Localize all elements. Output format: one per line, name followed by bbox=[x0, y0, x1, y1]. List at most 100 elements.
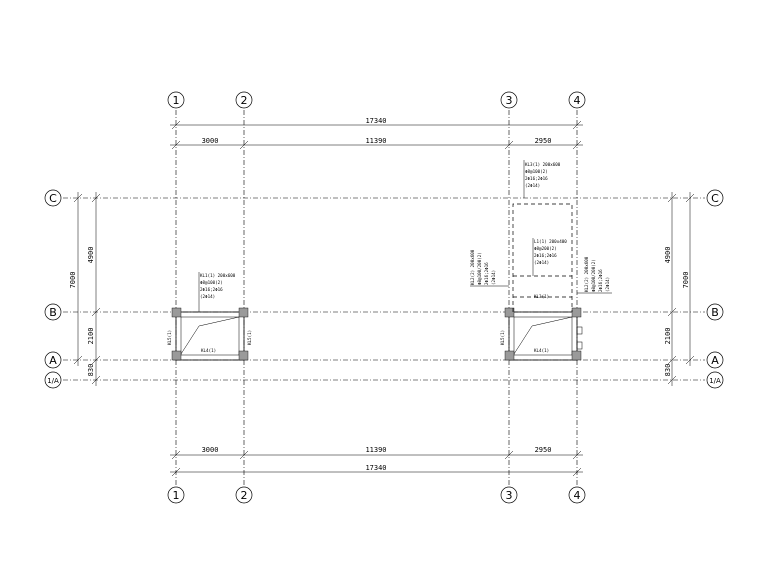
note-kl2-mid-line-1: KL2(2) 200x600 bbox=[470, 249, 475, 285]
axis-bubble-B-left bbox=[44, 303, 62, 321]
axis-label-1A-right: 1/A bbox=[709, 377, 721, 385]
dim-bottom-total: 17340 bbox=[365, 464, 386, 472]
dim-bottom-seg-3: 2950 bbox=[535, 446, 552, 454]
axis-bubble-3-bottom bbox=[500, 486, 518, 504]
dim-right-seg-3: 830 bbox=[664, 364, 672, 377]
axis-bubbles-bottom: 1 2 3 4 bbox=[167, 486, 586, 504]
dim-left-seg-1: 4900 bbox=[87, 247, 95, 264]
note-kl3-line-2: Φ8@100(2) bbox=[525, 169, 548, 174]
right-frame-outline bbox=[508, 311, 578, 361]
column-1A bbox=[171, 350, 182, 361]
column-3A bbox=[504, 350, 515, 361]
axis-label-A-left: A bbox=[49, 354, 57, 367]
note-kl3: KL3(1) 200x600 Φ8@100(2) 2Φ16;2Φ16 (2Φ14… bbox=[523, 160, 561, 198]
dim-right-total: 7000 bbox=[682, 272, 690, 289]
axis-label-3-top: 3 bbox=[506, 94, 513, 107]
note-kl2-mid-line-4: (2Φ14) bbox=[491, 270, 496, 285]
note-kl1-line-1: KL1(1) 200x600 bbox=[200, 273, 236, 278]
axis-lines bbox=[63, 110, 705, 487]
note-kl1: KL1(1) 200x600 Φ8@100(2) 2Φ16;2Φ16 (2Φ14… bbox=[198, 272, 236, 312]
dim-top-seg-1: 3000 bbox=[202, 137, 219, 145]
axis-label-C-left: C bbox=[49, 192, 57, 205]
axis-bubble-2-top bbox=[235, 91, 253, 109]
axis-bubble-3-top bbox=[500, 91, 518, 109]
note-kl2-mid: KL2(2) 200x600 Φ8@100/200(2) 2Φ16;2Φ16 (… bbox=[470, 249, 509, 287]
column-4A bbox=[571, 350, 582, 361]
note-kl2-right-line-1: KL2(2) 200x600 bbox=[584, 256, 589, 292]
dim-top-total: 17340 bbox=[365, 117, 386, 125]
note-kl3-line-1: KL3(1) 200x600 bbox=[525, 162, 561, 167]
column-3B bbox=[504, 307, 515, 318]
axis-label-1-top: 1 bbox=[173, 94, 180, 107]
dim-right-seg-1: 4900 bbox=[664, 247, 672, 264]
column-2B bbox=[238, 307, 249, 318]
note-l1: L1(1) 200x400 Φ8@200(2) 2Φ16;2Φ16 (2Φ14) bbox=[532, 238, 567, 276]
axis-label-2-bottom: 2 bbox=[241, 489, 248, 502]
axis-bubble-C-left bbox=[44, 189, 62, 207]
axis-label-2-top: 2 bbox=[241, 94, 248, 107]
axis-bubble-2-bottom bbox=[235, 486, 253, 504]
note-l1-line-2: Φ8@200(2) bbox=[534, 246, 557, 251]
dim-right-seg-2: 2100 bbox=[664, 328, 672, 345]
left-beam-frame: KL4(1) KL5(1) KL5(1) bbox=[167, 307, 252, 361]
left-frame-outline bbox=[175, 311, 245, 361]
axis-bubble-1A-left bbox=[44, 371, 62, 389]
note-kl2-mid-line-3: 2Φ16;2Φ16 bbox=[484, 262, 489, 285]
axis-label-A-right: A bbox=[711, 354, 719, 367]
dim-top-seg-3: 2950 bbox=[535, 137, 552, 145]
dim-bottom-seg-1: 3000 bbox=[202, 446, 219, 454]
note-kl1-line-3: 2Φ16;2Φ16 bbox=[200, 287, 223, 292]
dimension-bottom: 3000 11390 2950 17340 bbox=[170, 446, 583, 477]
dimension-left: 7000 4900 2100 830 bbox=[69, 192, 101, 386]
axis-label-4-bottom: 4 bbox=[574, 489, 581, 502]
axis-label-1-bottom: 1 bbox=[173, 489, 180, 502]
note-l1-line-3: 2Φ16;2Φ16 bbox=[534, 253, 557, 258]
axis-bubble-4-top bbox=[568, 91, 586, 109]
axis-label-4-top: 4 bbox=[574, 94, 581, 107]
note-kl3-line-4: (2Φ14) bbox=[525, 183, 540, 188]
note-kl2-right-line-3: 2Φ16;2Φ16 bbox=[598, 269, 603, 292]
axis-bubbles-left: C B A 1/A bbox=[44, 189, 62, 389]
right-beam-frame: KL4(1) KL5(1) KL3(1) bbox=[500, 294, 583, 361]
axis-bubble-4-bottom bbox=[568, 486, 586, 504]
dim-left-seg-2: 2100 bbox=[87, 328, 95, 345]
note-kl2-right-line-2: Φ8@100/200(2) bbox=[591, 259, 596, 292]
axis-bubble-1A-right bbox=[706, 371, 724, 389]
dimension-top: 17340 3000 11390 2950 bbox=[170, 117, 583, 150]
axis-label-3-bottom: 3 bbox=[506, 489, 513, 502]
note-kl3-line-3: 2Φ16;2Φ16 bbox=[525, 176, 548, 181]
label-kl5-left-b: KL5(1) bbox=[247, 330, 252, 345]
label-kl4-left: KL4(1) bbox=[201, 348, 216, 353]
note-kl1-line-2: Φ8@100(2) bbox=[200, 280, 223, 285]
note-kl2-right: KL2(2) 200x600 Φ8@100/200(2) 2Φ16;2Φ16 (… bbox=[577, 256, 612, 294]
dim-left-seg-3: 830 bbox=[87, 364, 95, 377]
dim-left-total: 7000 bbox=[69, 272, 77, 289]
axis-bubble-A-left bbox=[44, 351, 62, 369]
note-kl2-right-line-4: (2Φ14) bbox=[605, 277, 610, 292]
note-l1-line-1: L1(1) 200x400 bbox=[534, 239, 567, 244]
axis-bubbles-top: 1 2 3 4 bbox=[167, 91, 586, 109]
axis-bubble-B-right bbox=[706, 303, 724, 321]
note-kl2-mid-line-2: Φ8@100/200(2) bbox=[477, 252, 482, 285]
note-kl1-line-4: (2Φ14) bbox=[200, 294, 215, 299]
axis-label-B-right: B bbox=[711, 306, 719, 319]
column-2A bbox=[238, 350, 249, 361]
axis-label-1A-left: 1/A bbox=[47, 377, 59, 385]
note-l1-line-4: (2Φ14) bbox=[534, 260, 549, 265]
dashed-beam-outline bbox=[512, 203, 573, 312]
axis-bubble-C-right bbox=[706, 189, 724, 207]
column-4B bbox=[571, 307, 582, 318]
axis-bubble-A-right bbox=[706, 351, 724, 369]
axis-label-C-right: C bbox=[711, 192, 719, 205]
axis-bubble-1-bottom bbox=[167, 486, 185, 504]
label-kl5-left-a: KL5(1) bbox=[167, 330, 172, 345]
axis-label-B-left: B bbox=[49, 306, 57, 319]
dimension-right: 4900 2100 830 7000 bbox=[664, 192, 695, 386]
axis-bubble-1-top bbox=[167, 91, 185, 109]
label-kl4-right: KL4(1) bbox=[534, 348, 549, 353]
dim-bottom-seg-2: 11390 bbox=[365, 446, 386, 454]
axis-bubbles-right: C B A 1/A bbox=[706, 189, 724, 389]
label-kl5-right: KL5(1) bbox=[500, 330, 505, 345]
dim-top-seg-2: 11390 bbox=[365, 137, 386, 145]
